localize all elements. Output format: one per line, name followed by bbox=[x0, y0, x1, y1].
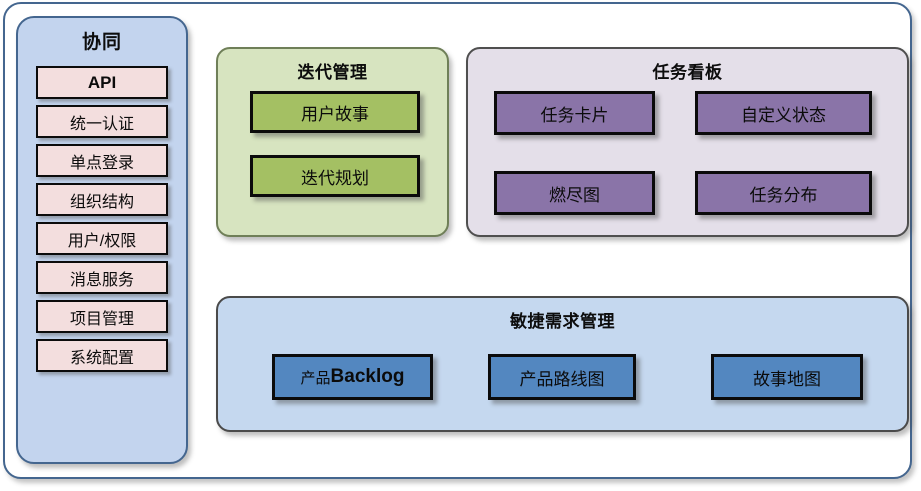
node-custom-status[interactable]: 自定义状态 bbox=[695, 91, 872, 135]
node-product-roadmap[interactable]: 产品路线图 bbox=[488, 354, 636, 400]
sidebar-item-single-sign-on[interactable]: 单点登录 bbox=[36, 144, 168, 177]
sidebar-item-org-structure[interactable]: 组织结构 bbox=[36, 183, 168, 216]
sidebar-collaboration-panel: 协同 API 统一认证 单点登录 组织结构 用户/权限 消息服务 项目管理 系统… bbox=[16, 16, 188, 464]
node-story-map[interactable]: 故事地图 bbox=[711, 354, 863, 400]
sidebar-title: 协同 bbox=[81, 32, 122, 53]
sidebar-item-list: API 统一认证 单点登录 组织结构 用户/权限 消息服务 项目管理 系统配置 bbox=[36, 66, 168, 378]
sidebar-item-unified-auth[interactable]: 统一认证 bbox=[36, 105, 168, 138]
sidebar-item-user-permission[interactable]: 用户/权限 bbox=[36, 222, 168, 255]
panel-taskboard-title: 任务看板 bbox=[652, 63, 723, 82]
panel-iteration-management: 迭代管理 用户故事 迭代规划 bbox=[216, 47, 449, 237]
node-task-distribution[interactable]: 任务分布 bbox=[695, 171, 872, 215]
node-product-backlog-label-en: Backlog bbox=[330, 366, 405, 387]
sidebar-item-system-config[interactable]: 系统配置 bbox=[36, 339, 168, 372]
sidebar-item-api[interactable]: API bbox=[36, 66, 168, 99]
panel-task-board: 任务看板 任务卡片 自定义状态 燃尽图 任务分布 bbox=[466, 47, 909, 237]
node-user-story[interactable]: 用户故事 bbox=[250, 91, 420, 133]
node-iteration-planning[interactable]: 迭代规划 bbox=[250, 155, 420, 197]
panel-agile-title: 敏捷需求管理 bbox=[510, 312, 615, 331]
sidebar-item-project-management[interactable]: 项目管理 bbox=[36, 300, 168, 333]
node-burndown-chart[interactable]: 燃尽图 bbox=[494, 171, 655, 215]
panel-iteration-title: 迭代管理 bbox=[297, 63, 368, 82]
node-task-card[interactable]: 任务卡片 bbox=[494, 91, 655, 135]
sidebar-item-message-service[interactable]: 消息服务 bbox=[36, 261, 168, 294]
node-product-backlog-label-cn: 产品 bbox=[300, 369, 331, 387]
